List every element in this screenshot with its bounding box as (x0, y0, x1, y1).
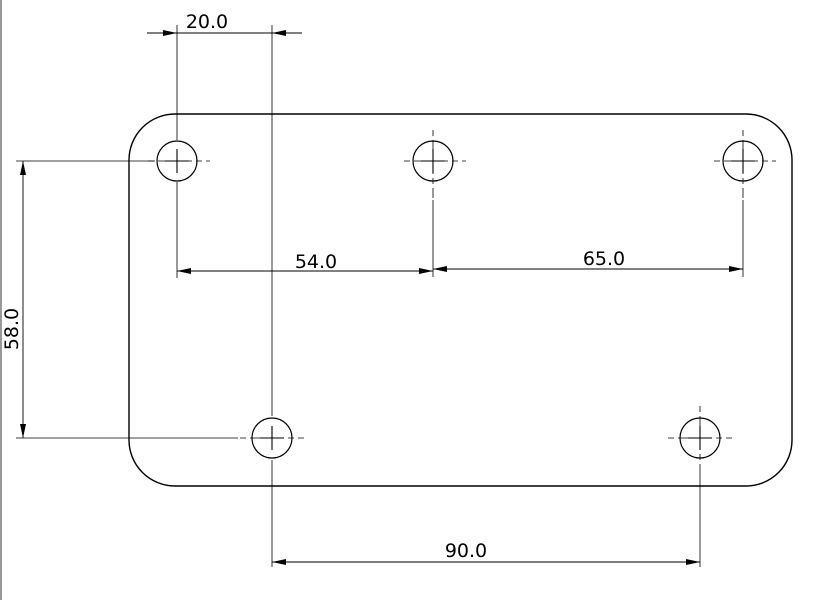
hole-bottom-left (240, 417, 304, 459)
hole-top-middle (404, 130, 466, 200)
dimension-90: 90.0 (272, 540, 700, 565)
dimension-20: 20.0 (147, 11, 302, 36)
hole-bottom-right (668, 406, 732, 470)
dimension-90-label: 90.0 (445, 540, 487, 562)
dimension-54: 54.0 (177, 251, 433, 274)
dimension-65-label: 65.0 (583, 248, 625, 270)
extension-lines (16, 25, 744, 567)
dimension-58-label: 58.0 (1, 308, 23, 350)
dimension-58: 58.0 (1, 161, 26, 438)
plate-outline (128, 113, 793, 487)
hole-top-right (714, 130, 776, 200)
dimension-54-label: 54.0 (295, 251, 337, 273)
dimension-65: 65.0 (433, 248, 743, 272)
dimension-20-label: 20.0 (186, 11, 228, 33)
hole-top-left (148, 140, 210, 182)
